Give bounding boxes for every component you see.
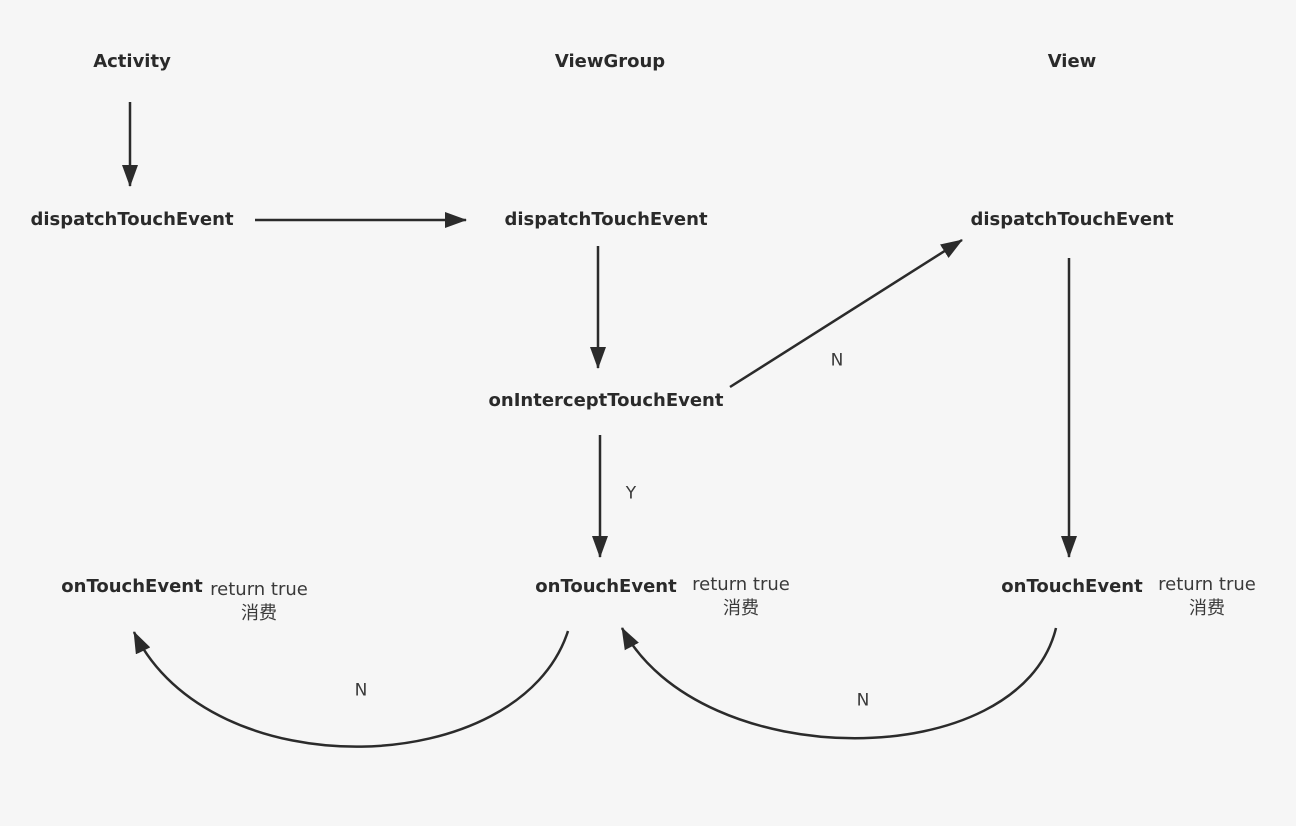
view-return-note: return true 消费 (1158, 573, 1256, 622)
column-header-activity: Activity (93, 51, 171, 72)
view-ontouch-node: onTouchEvent (1001, 576, 1143, 597)
activity-ontouch-node: onTouchEvent (61, 576, 203, 597)
viewgroup-return-note: return true 消费 (692, 573, 790, 622)
activity-return-true-text: return true (210, 579, 308, 600)
edge-label-intercept-no: N (830, 350, 844, 371)
edge-label-view-to-viewgroup-no: N (856, 690, 870, 711)
activity-return-note: return true 消费 (210, 578, 308, 627)
column-header-view: View (1047, 51, 1097, 72)
view-dispatch-node: dispatchTouchEvent (970, 209, 1174, 230)
curve-view-ontouch-to-viewgroup-ontouch (620, 627, 1058, 740)
viewgroup-ontouch-node: onTouchEvent (535, 576, 677, 597)
column-header-viewgroup: ViewGroup (554, 51, 666, 72)
edge-label-viewgroup-to-activity-no: N (354, 680, 368, 701)
curve-viewgroup-ontouch-to-activity-ontouch (132, 630, 570, 748)
activity-dispatch-node: dispatchTouchEvent (30, 209, 234, 230)
viewgroup-intercept-node: onInterceptTouchEvent (488, 390, 724, 411)
viewgroup-return-true-text: return true (692, 574, 790, 595)
viewgroup-consume-text: 消费 (722, 598, 759, 620)
arrow-intercept-to-view-dispatch (729, 238, 963, 389)
view-consume-text: 消费 (1188, 598, 1225, 620)
view-return-true-text: return true (1158, 574, 1256, 595)
viewgroup-dispatch-node: dispatchTouchEvent (504, 209, 708, 230)
activity-consume-text: 消费 (240, 603, 277, 625)
edge-label-intercept-yes: Y (625, 483, 637, 504)
